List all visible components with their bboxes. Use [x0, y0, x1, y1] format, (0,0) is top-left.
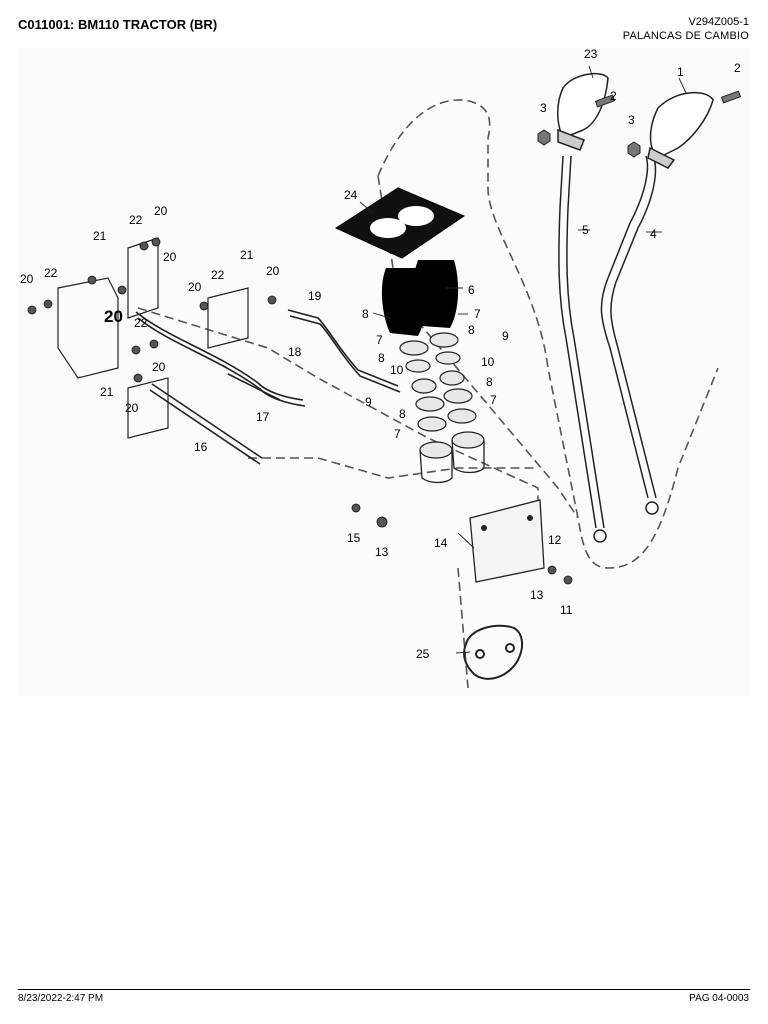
socket-housing	[419, 439, 485, 484]
callout-25: 25	[416, 647, 430, 661]
callout-20: 20	[154, 204, 168, 218]
illustration-name: PALANCAS DE CAMBIO	[622, 30, 749, 42]
callout-18: 18	[288, 345, 302, 359]
callout-22: 22	[134, 316, 148, 330]
callout-8: 8	[486, 375, 493, 389]
callout-13: 13	[530, 588, 544, 602]
callout-5: 5	[582, 223, 589, 237]
callout-8: 8	[362, 307, 369, 321]
callout-14: 14	[434, 536, 448, 550]
callout-13: 13	[375, 545, 389, 559]
page-number: PAG 04-0003	[689, 993, 749, 1004]
callout-21: 21	[240, 248, 254, 262]
callout-3: 3	[628, 113, 635, 127]
callout-20: 20	[152, 360, 166, 374]
lever-screws	[537, 90, 742, 158]
callout-9: 9	[365, 395, 372, 409]
callout-6: 6	[468, 283, 475, 297]
shift-rods	[135, 309, 401, 465]
callout-12: 12	[548, 533, 562, 547]
callout-7: 7	[474, 307, 481, 321]
callout-7: 7	[490, 393, 497, 407]
callout-11: 11	[560, 603, 573, 617]
footer-divider	[18, 989, 750, 990]
callout-8: 8	[378, 351, 385, 365]
callout-8: 8	[468, 323, 475, 337]
callout-22: 22	[44, 266, 58, 280]
callout-16: 16	[194, 440, 208, 454]
callout-4: 4	[650, 227, 657, 241]
callout-labels: 1 2 2 3 3 4 5 6 7 7 7 7 8 8 8 8 8 9 9 10…	[20, 48, 741, 661]
exploded-parts-diagram: 1 2 2 3 3 4 5 6 7 7 7 7 8 8 8 8 8 9 9 10…	[18, 48, 750, 696]
callout-2: 2	[610, 89, 617, 103]
print-timestamp: 8/23/2022-2:47 PM	[18, 993, 104, 1004]
callout-20: 20	[188, 280, 202, 294]
gear-lever-left	[557, 72, 609, 543]
callout-21: 21	[100, 385, 114, 399]
plate-14	[469, 499, 545, 583]
gasket-25	[463, 624, 524, 680]
boots-6	[381, 260, 459, 336]
callout-15: 15	[347, 531, 361, 545]
leader-lines	[359, 65, 687, 654]
callout-20: 20	[266, 264, 280, 278]
illustration-code: V294Z005-1	[688, 16, 749, 28]
callout-23: 23	[584, 48, 598, 61]
callout-8: 8	[399, 407, 406, 421]
callout-7: 7	[376, 333, 383, 347]
callout-3: 3	[540, 101, 547, 115]
callout-1: 1	[677, 65, 684, 79]
callout-20: 20	[125, 401, 139, 415]
callout-19: 19	[308, 289, 322, 303]
plate-24	[334, 187, 466, 259]
bushing-rings	[399, 332, 485, 459]
callout-20: 20	[20, 272, 34, 286]
left-bracket	[57, 237, 249, 439]
catalog-title: C011001: BM110 TRACTOR (BR)	[18, 17, 218, 32]
fasteners	[27, 237, 573, 585]
callout-2: 2	[734, 61, 741, 75]
callout-24: 24	[344, 188, 358, 202]
callout-22: 22	[211, 268, 225, 282]
callout-10: 10	[481, 355, 495, 369]
callout-7: 7	[394, 427, 401, 441]
callout-17: 17	[256, 410, 270, 424]
callout-10: 10	[390, 363, 404, 377]
callout-20: 20	[163, 250, 177, 264]
callout-20: 20	[104, 307, 123, 326]
gear-lever-right	[600, 91, 714, 515]
callout-22: 22	[129, 213, 143, 227]
callout-9: 9	[502, 329, 509, 343]
callout-21: 21	[93, 229, 107, 243]
